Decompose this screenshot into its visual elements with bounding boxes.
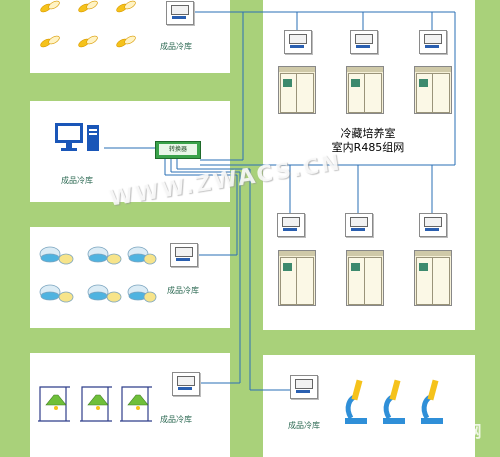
cold-storage-label-4: 成品冷库 (160, 415, 192, 424)
cold-room-title-line2: 室内R485组网 (331, 141, 405, 154)
sensor-icon-room-6 (419, 213, 447, 237)
microscope-icon (345, 379, 443, 424)
converter-label: 转换器 (159, 144, 197, 155)
refrigerator-icon-3 (414, 66, 452, 114)
refrigerator-icon-1 (278, 66, 316, 114)
converter-device: 转换器 (155, 141, 201, 159)
panel-microscopes (263, 355, 475, 457)
cold-room-title: 冷藏培养室 室内R485组网 (318, 127, 418, 155)
reagent-jars-icon (39, 246, 157, 303)
cold-room-title-line1: 冷藏培养室 (340, 127, 396, 140)
cold-storage-label-1: 成品冷库 (160, 42, 192, 51)
corner-watermark: yinrun 网 (402, 422, 482, 441)
sensor-icon-room-1 (284, 30, 312, 54)
cold-storage-label-3: 成品冷库 (167, 286, 199, 295)
lab-stands-icon (38, 386, 152, 422)
cold-storage-label-2: 成品冷库 (61, 176, 93, 185)
refrigerator-icon-2 (346, 66, 384, 114)
refrigerator-icon-5 (346, 250, 384, 306)
sensor-icon-jars (170, 243, 198, 267)
sensor-icon-sprayers (172, 372, 200, 396)
cold-storage-label-5: 成品冷库 (288, 421, 320, 430)
sensor-icon-room-4 (277, 213, 305, 237)
sensor-icon-top-left (166, 1, 194, 25)
medicine-pills-icon (40, 0, 136, 48)
sensor-icon-room-2 (350, 30, 378, 54)
sensor-icon-microscopes (290, 375, 318, 399)
computer-icon (55, 123, 99, 151)
sensor-icon-room-5 (345, 213, 373, 237)
sensor-icon-room-3 (419, 30, 447, 54)
refrigerator-icon-4 (278, 250, 316, 306)
refrigerator-icon-6 (414, 250, 452, 306)
